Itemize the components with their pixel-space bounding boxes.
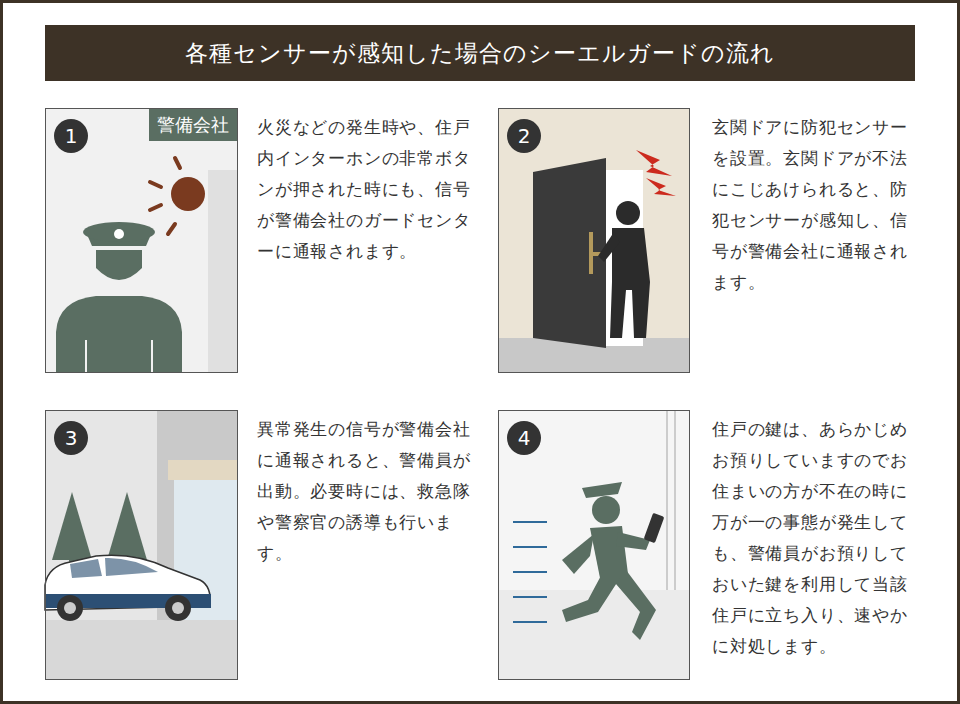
- callout-number: 4: [507, 421, 541, 455]
- body-text: 玄関ドアに防犯センサーを設置。玄関ドアが不法にこじあけられると、防犯センサーが感…: [712, 112, 918, 298]
- body-text: 火災などの発生時や、住戸内インターホンの非常ボタンが押された時にも、信号が警備会…: [257, 112, 473, 267]
- callout-number: 2: [507, 119, 541, 153]
- picture-frame: 1 警備会社: [45, 108, 238, 373]
- title-text: 各種センサーが感知した場合のシーエルガードの流れ: [185, 38, 775, 69]
- tag-label: 警備会社: [149, 109, 237, 141]
- body-text: 異常発生の信号が警備会社に通報されると、警備員が出動。必要時には、救急隊や警察官…: [257, 414, 473, 569]
- picture-frame: 2: [498, 108, 690, 373]
- picture-frame: 4: [498, 410, 690, 680]
- title-band: 各種センサーが感知した場合のシーエルガードの流れ: [45, 25, 915, 81]
- callout-number: 1: [54, 119, 88, 153]
- picture-frame: 3: [45, 410, 238, 680]
- body-text: 住戸の鍵は、あらかじめお預りしていますのでお住まいの方が不在の時に万が一の事態が…: [712, 414, 918, 662]
- callout-number: 3: [54, 421, 88, 455]
